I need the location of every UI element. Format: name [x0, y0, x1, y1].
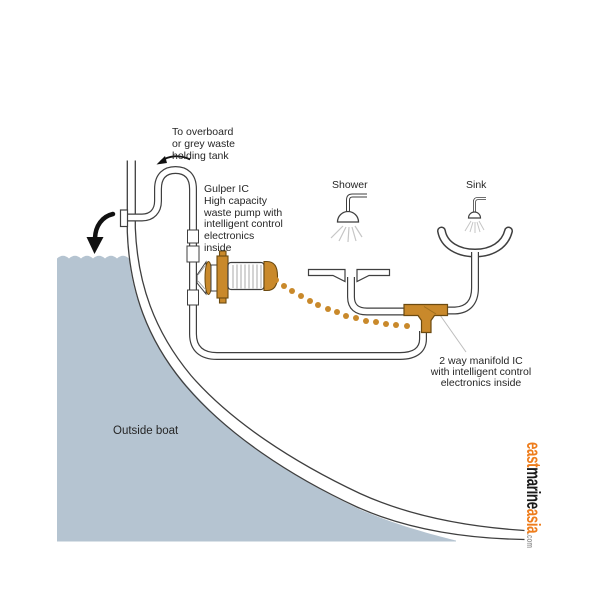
- watermark-word-marine: marine: [522, 467, 543, 509]
- shower-drain: [307, 268, 391, 283]
- sink-tap-icon: [464, 197, 486, 233]
- overboard-flow-arrow-icon: [86, 211, 116, 254]
- shower-head-icon: [330, 193, 367, 243]
- overboard-label: To overboard or grey waste holding tank: [172, 126, 236, 162]
- manifold: [403, 303, 449, 334]
- manifold-pointer-line: [439, 314, 467, 353]
- outside-boat-label: Outside boat: [113, 425, 179, 437]
- shower-drain-pipe: [347, 277, 406, 316]
- suction-dots: [273, 277, 410, 329]
- sink-label: Sink: [466, 179, 487, 191]
- pump-label: Gulper IC High capacity waste pump with …: [204, 183, 283, 254]
- sink-drain-pipe: [446, 252, 479, 315]
- water-area: [57, 255, 456, 542]
- sink-basin: [437, 226, 513, 258]
- main-waste-pipe: [127, 165, 427, 360]
- shower-label: Shower: [332, 179, 368, 191]
- manifold-label: 2 way manifold IC with intelligent contr…: [430, 355, 532, 390]
- discharge-direction-arrow-icon: [156, 155, 191, 165]
- gulper-pump: [186, 229, 279, 306]
- watermark-word-east: east: [522, 442, 543, 468]
- boat-hull: [126, 160, 525, 541]
- watermark-word-asia: asia: [522, 508, 543, 534]
- watermark-logo: eastmarineasia.com: [521, 442, 543, 548]
- watermark-suffix: .com: [525, 533, 535, 548]
- through-hull-fitting: [119, 209, 129, 228]
